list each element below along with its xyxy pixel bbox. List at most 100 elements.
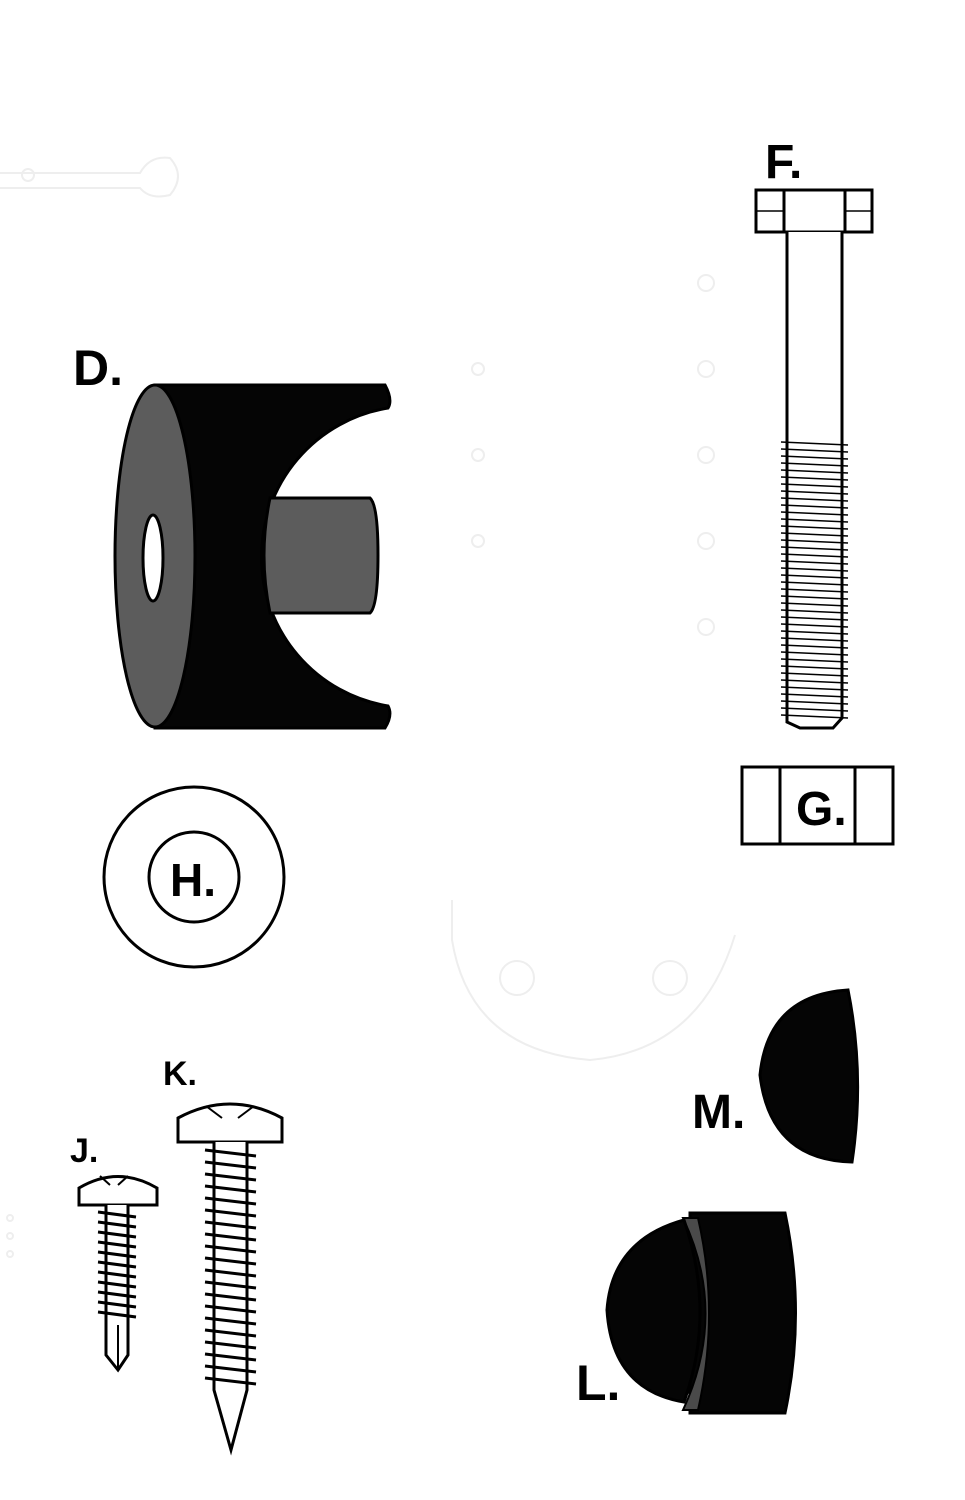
- bushing-hole: [141, 513, 165, 603]
- screw-j-thread-line: [97, 1240, 137, 1249]
- bolt-thread-line: [780, 700, 849, 705]
- bolt-thread-line: [780, 567, 849, 572]
- bolt-thread-line: [780, 469, 849, 474]
- screw-k-thread-line: [204, 1364, 257, 1374]
- screw-k-thread-line: [204, 1292, 257, 1302]
- bolt-thread-line: [780, 644, 849, 649]
- screw-k-thread-line: [204, 1340, 257, 1350]
- screw-k-thread-line: [204, 1328, 257, 1338]
- bolt-thread-line: [780, 448, 849, 453]
- screw-j-thread-line: [97, 1280, 137, 1289]
- bolt-thread-line: [780, 518, 849, 523]
- cap-l-rim: [681, 1217, 710, 1411]
- screw-j-thread-line: [97, 1250, 137, 1259]
- screw-k-thread-line: [204, 1244, 257, 1254]
- bolt-thread-line: [780, 595, 849, 600]
- bolt-thread-line: [780, 658, 849, 663]
- bolt-thread-line: [780, 651, 849, 656]
- bolt-thread-line: [780, 525, 849, 530]
- label-h: H.: [170, 854, 216, 906]
- bolt-thread-line: [780, 532, 849, 537]
- bolt-thread-line: [780, 679, 849, 684]
- washer-inner: [147, 830, 241, 924]
- screw-k-thread-line: [204, 1256, 257, 1266]
- screw-k-thread-line: [204, 1184, 257, 1194]
- label-k: K.: [163, 1055, 197, 1093]
- screw-k-thread-line: [204, 1268, 257, 1278]
- screw-k-threads: [204, 1148, 257, 1386]
- bolt-thread-line: [780, 693, 849, 698]
- screw-j-head: [77, 1175, 159, 1207]
- bolt-thread-line: [780, 511, 849, 516]
- screw-k-thread-line: [204, 1304, 257, 1314]
- bolt-thread-line: [780, 462, 849, 467]
- bolt-thread-line: [780, 630, 849, 635]
- label-g: G.: [796, 783, 847, 836]
- bolt-thread-line: [780, 490, 849, 495]
- bolt-f: [754, 188, 874, 730]
- bolt-thread-line: [780, 574, 849, 579]
- bolt-thread-line: [780, 637, 849, 642]
- screw-j-thread-line: [97, 1220, 137, 1229]
- washer-h: [102, 785, 286, 969]
- bolt-thread-line: [780, 560, 849, 565]
- screw-j-thread-line: [97, 1270, 137, 1279]
- label-l: L.: [576, 1355, 620, 1411]
- screw-k-thread-line: [204, 1148, 257, 1158]
- bolt-thread-line: [780, 707, 849, 712]
- nut-body: [740, 765, 895, 846]
- screw-j-threads: [97, 1210, 137, 1319]
- screw-j-thread-line: [97, 1310, 137, 1319]
- screw-j-thread-line: [97, 1260, 137, 1269]
- bolt-thread-line: [780, 539, 849, 544]
- screw-j-thread-line: [97, 1290, 137, 1299]
- screw-k-head: [176, 1102, 284, 1144]
- bolt-thread-line: [780, 609, 849, 614]
- screw-j-thread-line: [97, 1300, 137, 1309]
- bolt-threads: [780, 441, 849, 719]
- bolt-thread-line: [780, 616, 849, 621]
- label-f: F.: [765, 136, 802, 189]
- nut-g: [740, 765, 895, 846]
- bolt-thread-line: [780, 441, 849, 446]
- bushing-body: [153, 383, 392, 730]
- bolt-thread-line: [780, 581, 849, 586]
- cap-l-cylinder: [688, 1211, 797, 1415]
- bolt-thread-line: [780, 588, 849, 593]
- bolt-thread-line: [780, 476, 849, 481]
- bolt-thread-line: [780, 623, 849, 628]
- bolt-thread-line: [780, 455, 849, 460]
- screw-k-thread-line: [204, 1316, 257, 1326]
- label-j: J.: [70, 1132, 98, 1170]
- bolt-thread-line: [780, 665, 849, 670]
- label-d: D.: [73, 340, 123, 396]
- screw-k: [176, 1102, 284, 1456]
- bolt-thread-line: [780, 672, 849, 677]
- screw-j-thread-line: [97, 1210, 137, 1219]
- bolt-thread-line: [780, 602, 849, 607]
- bolt-thread-line: [780, 553, 849, 558]
- screw-k-thread-line: [204, 1208, 257, 1218]
- bolt-thread-line: [780, 714, 849, 719]
- screw-k-thread-line: [204, 1280, 257, 1290]
- screw-k-thread-line: [204, 1196, 257, 1206]
- screw-k-thread-line: [204, 1232, 257, 1242]
- screw-k-thread-line: [204, 1172, 257, 1182]
- cap-m: [758, 988, 860, 1164]
- bushing-shaft: [262, 496, 380, 615]
- screw-k-thread-line: [204, 1376, 257, 1386]
- bolt-thread-line: [780, 546, 849, 551]
- screw-j: [77, 1175, 159, 1373]
- background-ghost-marks: [0, 156, 736, 1258]
- bolt-thread-line: [780, 686, 849, 691]
- bolt-thread-line: [780, 483, 849, 488]
- screw-j-thread-line: [97, 1230, 137, 1239]
- cap-l: [605, 1211, 797, 1415]
- bushing-d: [113, 383, 392, 730]
- screw-k-thread-line: [204, 1160, 257, 1170]
- bolt-thread-line: [780, 497, 849, 502]
- screw-k-thread-line: [204, 1352, 257, 1362]
- label-m: M.: [692, 1086, 745, 1139]
- bolt-thread-line: [780, 504, 849, 509]
